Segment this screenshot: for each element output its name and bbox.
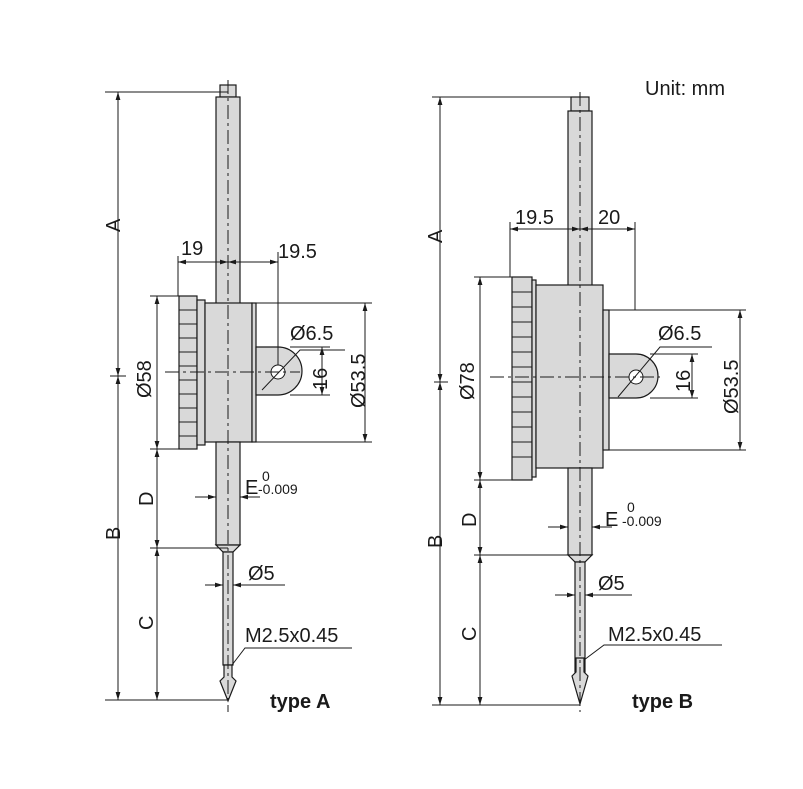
type-a-label: type A — [270, 691, 330, 713]
type-b-drawing: A B 19.5 20 Ø78 D C Ø53.5 16 Ø6.5 E 0 -0… — [425, 92, 746, 713]
unit-label: Unit: mm — [645, 78, 725, 100]
dim-c: C — [459, 627, 481, 641]
dim-back-diameter: Ø53.5 — [348, 354, 370, 408]
dim-bezel-diameter: Ø58 — [134, 360, 156, 398]
dim-a: A — [425, 229, 447, 243]
dim-d: D — [459, 513, 481, 527]
dim-lug-height: 16 — [673, 370, 695, 392]
dim-hole: Ø6.5 — [290, 323, 333, 345]
back-flange — [602, 309, 610, 451]
dim-e: E — [605, 509, 618, 531]
dim-thread: M2.5x0.45 — [608, 624, 701, 646]
dim-thread: M2.5x0.45 — [245, 625, 338, 647]
dim-a: A — [103, 218, 125, 232]
dim-b: B — [425, 535, 447, 548]
dim-e-lower-tol: -0.009 — [258, 481, 298, 497]
dim-width-2: 20 — [598, 207, 620, 229]
dim-e: E — [245, 477, 258, 499]
dim-stem-diameter: Ø5 — [248, 563, 275, 585]
dim-bezel-diameter: Ø78 — [457, 362, 479, 400]
type-b-label: type B — [632, 691, 693, 713]
dim-width-1: 19 — [181, 238, 203, 260]
dim-stem-diameter: Ø5 — [598, 573, 625, 595]
dim-c: C — [136, 616, 158, 630]
dim-b: B — [103, 527, 125, 540]
dim-width-2: 19.5 — [278, 241, 317, 263]
type-a-drawing: A B 19 19.5 Ø58 D C Ø53.5 16 Ø6.5 E 0 -0… — [103, 80, 372, 713]
dim-e-lower-tol: -0.009 — [622, 513, 662, 529]
dim-back-diameter: Ø53.5 — [721, 360, 743, 414]
dim-e-upper-tol: 0 — [627, 499, 635, 515]
dim-e-upper-tol: 0 — [262, 468, 270, 484]
dim-d: D — [136, 492, 158, 506]
dim-lug-height: 16 — [310, 368, 332, 390]
dim-hole: Ø6.5 — [658, 323, 701, 345]
knurl-pattern — [512, 291, 532, 458]
knurl-pattern — [179, 309, 197, 437]
dim-width-1: 19.5 — [515, 207, 554, 229]
